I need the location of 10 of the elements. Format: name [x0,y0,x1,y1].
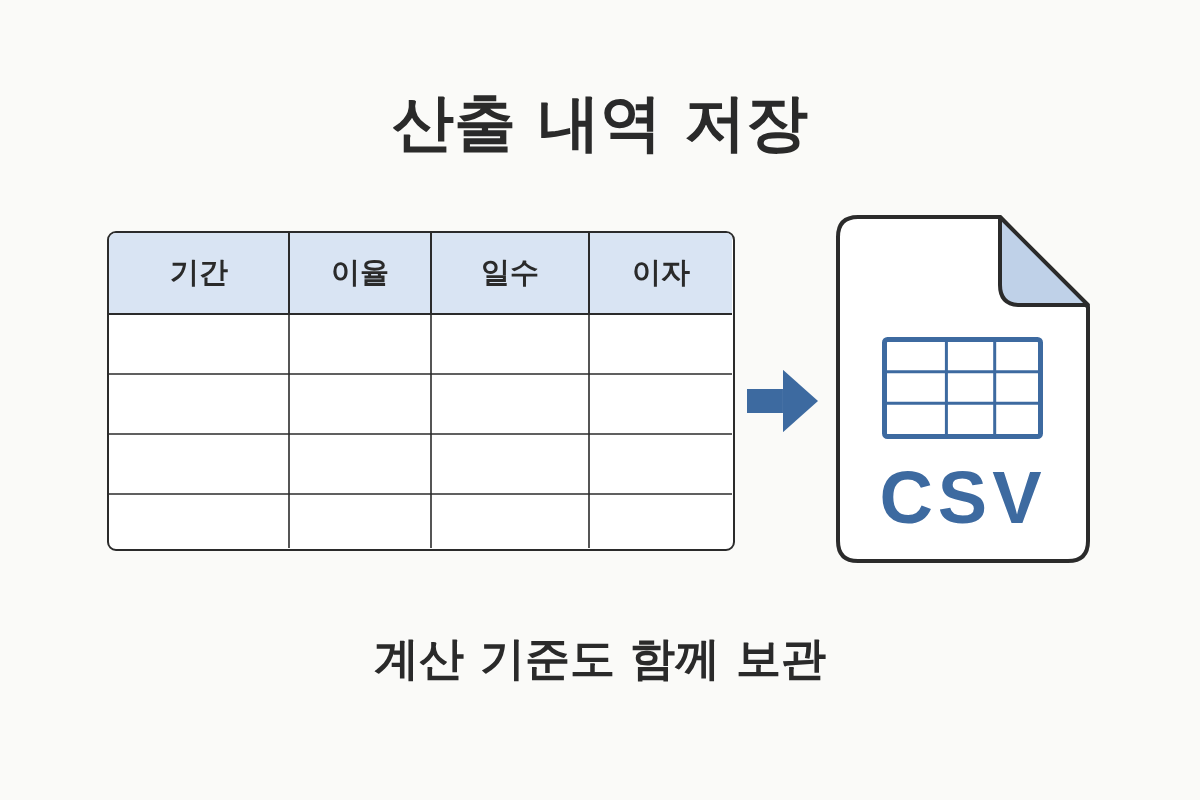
diagram-title: 산출 내역 저장 [392,86,808,161]
data-table [107,231,735,551]
arrow [747,369,818,433]
column-header: 일수 [432,233,590,315]
diagram-caption: 계산 기준도 함께 보관 [374,632,826,686]
column-header: 이율 [290,233,432,315]
file-type-label: CSV [879,456,1047,539]
column-header: 기간 [109,233,290,315]
column-header: 이자 [590,233,732,315]
csv-file-document [836,215,1090,563]
